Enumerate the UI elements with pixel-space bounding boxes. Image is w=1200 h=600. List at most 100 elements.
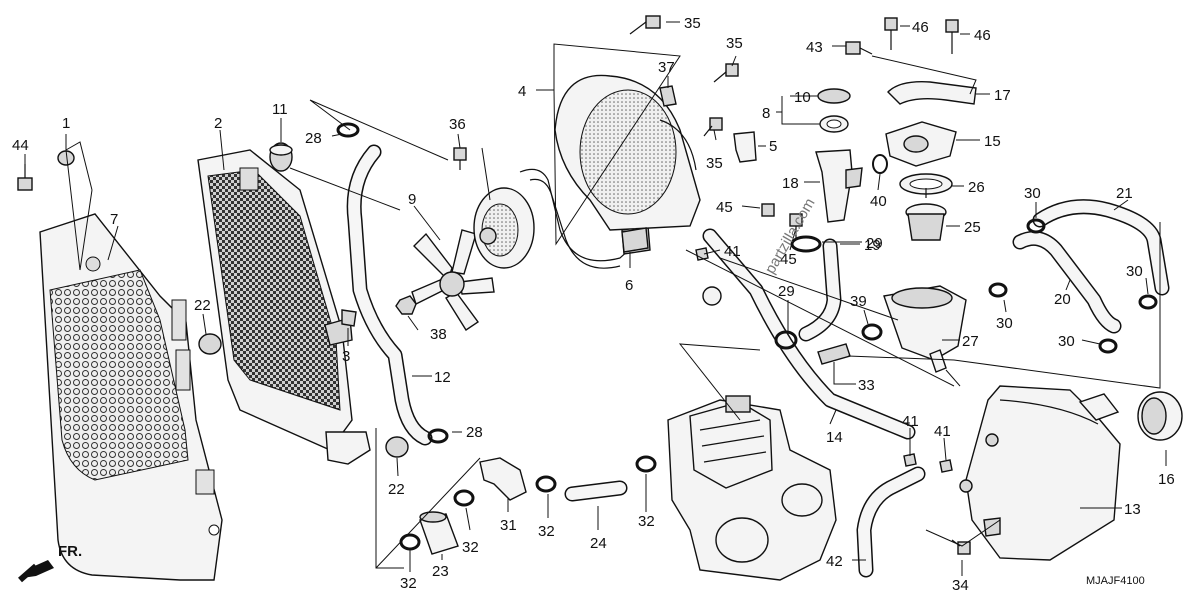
callout-38: 38: [430, 326, 447, 343]
temperature-sensor: [817, 343, 851, 365]
callout-11: 11: [272, 101, 288, 118]
callout-2: 2: [214, 115, 222, 132]
hose-12: [346, 144, 433, 446]
callout-35-top: 35: [684, 15, 701, 32]
callout-29-top: 29: [866, 235, 883, 252]
callout-43: 43: [806, 39, 823, 56]
callout-41-mid: 41: [902, 413, 919, 430]
nut-38: [395, 295, 417, 315]
hose-21: [1032, 199, 1170, 296]
grommet-11: [269, 142, 293, 172]
callout-30-a: 30: [1024, 185, 1041, 202]
hose-42: [856, 466, 926, 578]
pipe-23: [419, 511, 459, 555]
diagram-code: MJAJF4100: [1086, 575, 1145, 587]
hose-24: [564, 480, 628, 502]
callout-26: 26: [968, 179, 985, 196]
o-ring-39: [861, 323, 883, 341]
bolt-35-top: [629, 15, 661, 35]
hose-19: [798, 238, 842, 342]
callout-32-b: 32: [462, 539, 479, 556]
callout-9: 9: [408, 191, 416, 208]
grommet-fan: [702, 286, 722, 306]
callout-44: 44: [12, 137, 29, 154]
callout-32-d: 32: [638, 513, 655, 530]
bolt-36: [453, 147, 467, 170]
bracket-17: [887, 81, 977, 105]
joint-31: [479, 457, 527, 501]
callout-30-d: 30: [1058, 333, 1075, 350]
callout-41-right: 41: [934, 423, 951, 440]
clip-3: [341, 309, 357, 327]
clamp-28-top: [336, 122, 360, 138]
grommet-22-lower: [385, 436, 409, 458]
callout-21: 21: [1116, 185, 1133, 202]
callout-7: 7: [110, 211, 118, 228]
clamp-30-a: [1026, 218, 1046, 234]
callout-22-lower: 22: [388, 481, 405, 498]
filler-pipe-18: [815, 149, 863, 223]
callout-28-top: 28: [305, 130, 322, 147]
reserve-tank-cap: [1137, 391, 1183, 441]
callout-35-mid: 35: [726, 35, 743, 52]
clip-41-lower: [903, 453, 917, 467]
callout-20: 20: [1054, 291, 1071, 308]
callout-32-c: 32: [538, 523, 555, 540]
callout-10: 10: [794, 89, 811, 106]
clip-41-right: [939, 459, 953, 473]
callout-29-mid: 29: [778, 283, 795, 300]
callout-13: 13: [1124, 501, 1141, 518]
callout-25: 25: [964, 219, 981, 236]
radiator-shroud: [39, 213, 223, 581]
callout-4: 4: [518, 83, 526, 100]
clamp-32-d: [635, 455, 657, 473]
callout-39: 39: [850, 293, 867, 310]
radiator: [197, 149, 371, 465]
callout-6: 6: [625, 277, 633, 294]
filler-neck: [819, 115, 849, 133]
front-indicator: FR.: [18, 543, 82, 583]
callout-17: 17: [994, 87, 1011, 104]
callout-35-lower: 35: [706, 155, 723, 172]
clamp-32-b: [453, 489, 475, 507]
callout-22-upper: 22: [194, 297, 211, 314]
callout-32-a: 32: [400, 575, 417, 592]
connector-6: [621, 227, 649, 253]
clamp-5: [733, 131, 757, 163]
reserve-tank: [959, 385, 1121, 561]
callout-37: 37: [658, 59, 675, 76]
callout-33: 33: [858, 377, 875, 394]
grommet-22-upper: [198, 333, 222, 355]
callout-3: 3: [342, 348, 350, 365]
callout-34: 34: [952, 577, 969, 594]
clamp-29-mid: [774, 330, 798, 350]
callout-14: 14: [826, 429, 843, 446]
callout-45-a: 45: [716, 199, 733, 216]
clamp-28-lower: [427, 428, 449, 444]
clamp-32-c: [535, 475, 557, 493]
callout-19: 19: [864, 237, 881, 254]
callout-8: 8: [762, 105, 770, 122]
bolt-45-a: [761, 203, 775, 217]
bolt-35-lower: [703, 117, 723, 137]
callout-36: 36: [449, 116, 466, 133]
callout-15: 15: [984, 133, 1001, 150]
callout-12: 12: [434, 369, 451, 386]
callout-27: 27: [962, 333, 979, 350]
callout-46-b: 46: [974, 27, 991, 44]
callout-40: 40: [870, 193, 887, 210]
clamp-30-b: [988, 282, 1008, 298]
clamp-30-c: [1138, 294, 1158, 310]
callout-45-b: 45: [780, 251, 797, 268]
cooling-fan: [411, 229, 495, 331]
callout-42: 42: [826, 553, 843, 570]
bolt-43: [845, 41, 873, 55]
callout-23: 23: [432, 563, 449, 580]
fan-shroud: [554, 74, 701, 231]
callout-1: 1: [62, 115, 70, 132]
thermostat: [905, 188, 947, 241]
bolt-46-b: [945, 19, 959, 54]
clamp-30-d: [1098, 338, 1118, 354]
thermostat-cover: [885, 121, 957, 167]
